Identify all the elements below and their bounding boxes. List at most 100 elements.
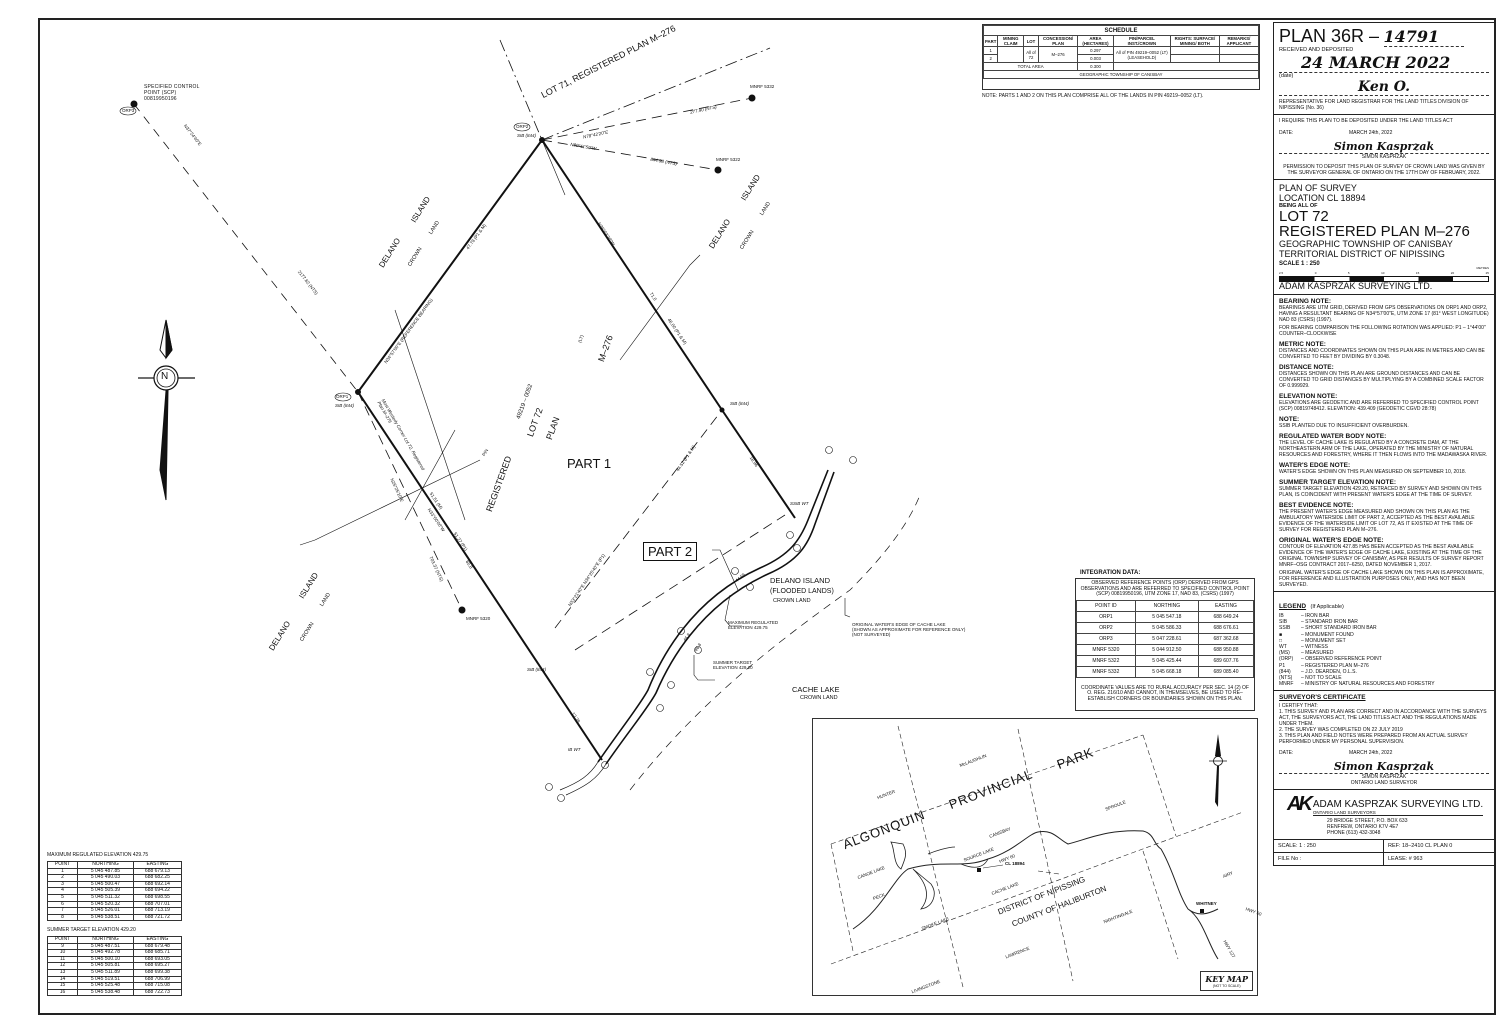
- integration-header-text: OBSERVED REFERENCE POINTS (ORP) DERIVED …: [1080, 580, 1250, 597]
- schedule-cell: M–276: [1037, 46, 1079, 63]
- lot-title: LOT 72: [1279, 208, 1329, 225]
- legend-item: (ORP)– OBSERVED REFERENCE POINT: [1279, 656, 1382, 663]
- integration-footer: COORDINATE VALUES ARE TO RURAL ACCURACY …: [1080, 684, 1249, 702]
- mnrf5332-label: MNRF 5332: [750, 84, 775, 89]
- schedule-table: SCHEDULE PART MINING CLAIM LOT CONCESSIO…: [982, 24, 1260, 90]
- orig-water-edge-leader: ORIGINAL WATER'S EDGE OF CACHE LAKE(SHOW…: [852, 622, 966, 637]
- schedule-cell: All of PIN 49219–0052 (LT) (LEASEHOLD): [1112, 46, 1171, 63]
- legend-section: LEGEND (If Applicable) IB– IRON BAR SIB–…: [1274, 592, 1494, 692]
- north-arrow: [138, 319, 195, 501]
- parcel-boundary: [357, 138, 796, 519]
- permission-text: PERMISSION TO DEPOSIT THIS PLAN OF SURVE…: [1283, 164, 1485, 176]
- scale-field: SCALE: 1 : 250: [1274, 839, 1384, 853]
- scale-unit: METRES: [1476, 266, 1489, 270]
- surveyor-name: SIMON KASPRZAK: [1361, 154, 1407, 160]
- company-subtitle: ONTARIO LAND SURVEYORS: [1312, 810, 1484, 817]
- certificate-signature: Simon Kasprzak: [1279, 760, 1489, 775]
- schedule-total-value: 0.300: [1077, 62, 1114, 71]
- mnrf5320-label: MNRF 5320: [466, 616, 491, 621]
- require-text: I REQUIRE THIS PLAN TO BE DEPOSITED UNDE…: [1279, 118, 1453, 124]
- district: TERRITORIAL DISTRICT OF NIPISSING: [1279, 249, 1445, 259]
- schedule-header-row: PART MINING CLAIM LOT CONCESSION/ PLAN A…: [982, 35, 1260, 47]
- max-regulated-title: MAXIMUM REGULATED ELEVATION 429.75: [47, 852, 149, 858]
- delano-crown-land: CROWN LAND: [773, 598, 811, 604]
- scale-label: SCALE 1 : 250: [1279, 261, 1320, 267]
- schedule-cell: [997, 46, 1025, 63]
- company-address2: RENFREW, ONTARIO K7V 4E7: [1327, 824, 1399, 831]
- lease-field: LEASE: # 963: [1384, 852, 1494, 865]
- plan-number: 14791: [1383, 27, 1464, 47]
- schedule-header: AREA (HECTARES): [1077, 35, 1114, 47]
- schedule-cell: [1218, 46, 1260, 55]
- schedule-header: RIGHTS: SURFACE/ MINING/ BOTH: [1169, 35, 1220, 47]
- integration-col: NORTHING: [1134, 599, 1199, 612]
- schedule-footer: GEOGRAPHIC TOWNSHIP OF CANISBAY: [983, 70, 1259, 79]
- legend-item: WT– WITNESS: [1279, 644, 1328, 651]
- legend-subtitle: (If Applicable): [1310, 604, 1344, 610]
- legend-item: (844)– J.D. DEARDEN, O.L.S.: [1279, 668, 1357, 675]
- ib-wt-label: IB WT: [568, 747, 581, 752]
- schedule-header: CONCESSION/ PLAN: [1037, 35, 1079, 47]
- schedule-cell: [1169, 54, 1220, 63]
- certificate-item: 1. THIS SURVEY AND PLAN ARE CORRECT AND …: [1279, 709, 1487, 728]
- registrar-signature: Ken O.: [1279, 79, 1489, 96]
- flooded-lands-label: (FLOODED LANDS): [770, 588, 834, 595]
- schedule-cell: 2: [982, 54, 999, 63]
- orp2-label: ORP2: [516, 124, 529, 129]
- schedule-title: SCHEDULE: [983, 25, 1259, 36]
- registrar-section: PLAN 36R – 14791 RECEIVED AND DEPOSITED …: [1274, 23, 1494, 115]
- registrar-caption: REPRESENTATIVE FOR LAND REGISTRAR FOR TH…: [1279, 99, 1469, 111]
- certificate-section: SURVEYOR'S CERTIFICATE I CERTIFY THAT: 1…: [1274, 691, 1494, 791]
- schedule-row: 1 All of 72 M–276 0.297 All of PIN 49219…: [982, 46, 1260, 63]
- company-section: AK ADAM KASPRZAK SURVEYING LTD. ONTARIO …: [1274, 790, 1494, 866]
- integration-col: POINT ID: [1076, 599, 1136, 612]
- cache-lake-label: CACHE LAKE: [792, 685, 840, 694]
- certificate-date: MARCH 24th, 2022: [1349, 750, 1393, 757]
- part2-label: PART 2: [643, 542, 698, 561]
- township: GEOGRAPHIC TOWNSHIP OF CANISBAY: [1279, 239, 1453, 249]
- company-address1: 29 BRIDGE STREET, P.O. BOX 633: [1327, 818, 1408, 825]
- certificate-intro: I CERTIFY THAT:: [1279, 703, 1318, 710]
- date-caption: (date): [1279, 73, 1294, 79]
- keymap-cl-label: CL 18894: [1005, 861, 1025, 866]
- registered-plan-title: REGISTERED PLAN M–276: [1279, 223, 1470, 240]
- part1-label: PART 1: [567, 456, 612, 471]
- surveyor-signature: Simon Kasprzak: [1279, 140, 1489, 154]
- schedule-header: REMARKS/ APPLICANT: [1218, 35, 1260, 47]
- certificate-name: SIMON KASPRZAK: [1361, 774, 1407, 781]
- cache-crown-land: CROWN LAND: [800, 695, 838, 701]
- certificate-item: 2. THE SURVEY WAS COMPLETED ON 22 JULY 2…: [1279, 727, 1403, 734]
- sib844-label-e: SIB (844): [730, 401, 750, 406]
- schedule-cell: All of 72: [1023, 46, 1039, 63]
- being-all-of: BEING ALL OF: [1279, 203, 1318, 209]
- location: LOCATION CL 18894: [1279, 193, 1366, 203]
- company-logo: AK: [1287, 793, 1313, 816]
- legend-item: SIB– STANDARD IRON BAR: [1279, 619, 1358, 626]
- company-line: ADAM KASPRZAK SURVEYING LTD.: [1279, 281, 1433, 291]
- title-block: PLAN 36R – 14791 RECEIVED AND DEPOSITED …: [1273, 22, 1495, 867]
- legend-item: SSIB– SHORT STANDARD IRON BAR: [1279, 625, 1377, 632]
- sib844-label-s: SIB (844): [527, 667, 547, 672]
- legend-title: LEGEND: [1279, 603, 1307, 610]
- deposit-section: I REQUIRE THIS PLAN TO BE DEPOSITED UNDE…: [1274, 115, 1494, 180]
- legend-item: P1– REGISTERED PLAN M–276: [1279, 662, 1369, 669]
- company-phone: PHONE (613) 432-3048: [1327, 830, 1381, 837]
- schedule-header: PART: [982, 35, 999, 47]
- schedule-cell: [1169, 46, 1220, 55]
- schedule-header: LOT: [1023, 35, 1039, 47]
- plan-of-survey: PLAN OF SURVEY: [1279, 183, 1357, 193]
- date-field-label: DATE:: [1279, 130, 1294, 136]
